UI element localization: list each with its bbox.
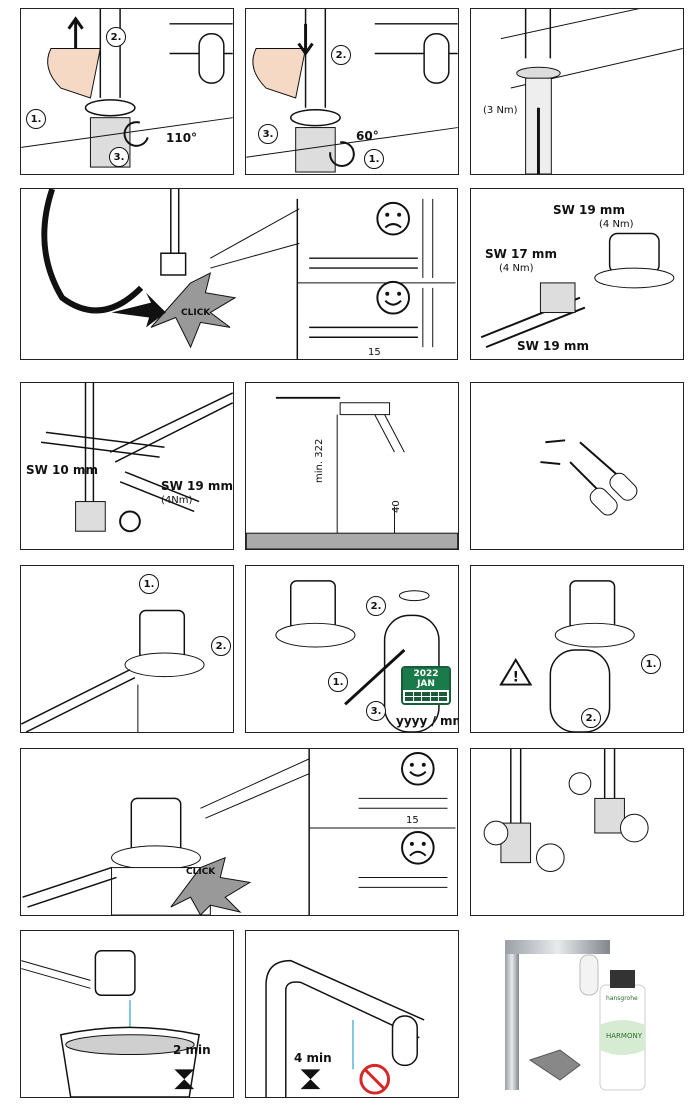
panel-step-2: 1. 2. 3. 60° (245, 8, 459, 175)
step-badge: 1. (641, 654, 661, 674)
wrench-tightening-illustration (480, 232, 675, 349)
panel-step-1: 1. 2. 3. 110° (20, 8, 234, 175)
cartridge-insert-warning-illustration: ! (499, 580, 635, 732)
panel-step-7: min. 322 40 (245, 382, 459, 550)
calendar-month: JAN (417, 679, 435, 689)
filter-connection-click-illustration (22, 749, 456, 915)
cartridge-date-illustration (275, 580, 440, 732)
dimension-label: 15 (368, 347, 381, 358)
bottle-brand-label: hansgrohe (606, 995, 638, 1002)
step-badge: 1. (26, 109, 46, 129)
panel-step-15: 4 min (245, 930, 459, 1098)
click-label: CLICK (181, 308, 211, 318)
step-badge: 2. (331, 45, 351, 65)
duration-label: 2 min (173, 1043, 211, 1057)
step-badge: 3. (109, 147, 129, 167)
torque-label: (4Nm) (161, 495, 193, 506)
panel-step-3: (3 Nm) (470, 8, 684, 175)
open-angle-valves-illustration (483, 749, 649, 873)
step-badge: 1. (328, 672, 348, 692)
panel-step-6: SW 10 mm SW 19 mm (4Nm) (20, 382, 234, 550)
faucet-rotate-110-illustration (21, 9, 233, 168)
step-badge: 2. (211, 636, 231, 656)
panel-step-12: CLICK 15 (20, 748, 458, 916)
remove-cap-illustration (21, 609, 205, 732)
run-water-faucet-illustration (265, 959, 425, 1097)
wrench-size-label: SW 19 mm (517, 339, 589, 353)
angle-valve-wrench-illustration (40, 383, 233, 533)
calendar-year: 2022 (413, 669, 439, 679)
dimension-label: min. 322 (314, 438, 325, 483)
click-label: CLICK (186, 867, 216, 877)
torque-label: (3 Nm) (483, 105, 518, 116)
step-badge: 3. (366, 701, 386, 721)
wrench-size-label: SW 10 mm (26, 463, 98, 477)
step-badge: 2. (366, 596, 386, 616)
torque-label: (4 Nm) (499, 263, 534, 274)
dimension-label: 40 (391, 500, 402, 513)
step-badge: 2. (581, 708, 601, 728)
angle-label: 110° (166, 131, 198, 145)
panel-step-4: CLICK 15 (20, 188, 458, 360)
dimension-label: 15 (406, 815, 419, 826)
hose-click-connection-illustration (41, 189, 456, 359)
date-format-label: yyyy / mm (396, 714, 459, 728)
flush-into-bucket-illustration (21, 950, 200, 1097)
torque-label: (4 Nm) (599, 219, 634, 230)
minimum-height-diagram (246, 396, 458, 549)
step-badge: 3. (258, 124, 278, 144)
panel-product-overview: hansgrohe HARMONY (470, 930, 684, 1098)
panel-step-5: SW 19 mm (4 Nm) SW 17 mm (4 Nm) SW 19 mm (470, 188, 684, 360)
wrench-size-label: SW 17 mm (485, 247, 557, 261)
panel-step-13 (470, 748, 684, 916)
faucet-rotate-60-illustration (246, 9, 458, 173)
step-badge: 1. (364, 149, 384, 169)
step-badge: 1. (139, 574, 159, 594)
bottle-name-label: HARMONY (606, 1032, 642, 1040)
svg-text:!: ! (513, 670, 519, 686)
wrench-size-label: SW 19 mm (553, 203, 625, 217)
wrench-size-label: SW 19 mm (161, 479, 233, 493)
duration-label: 4 min (294, 1051, 332, 1065)
panel-step-11: ! 1. 2. (470, 565, 684, 733)
step-badge: 2. (106, 27, 126, 47)
mounting-nut-illustration (500, 9, 683, 174)
screwdriver-screws-illustration (540, 439, 638, 516)
panel-step-8 (470, 382, 684, 550)
panel-step-9: 1. 2. (20, 565, 234, 733)
product-faucet-and-cleaner-illustration (505, 940, 646, 1091)
angle-label: 60° (356, 129, 379, 143)
panel-step-14: 2 min (20, 930, 234, 1098)
